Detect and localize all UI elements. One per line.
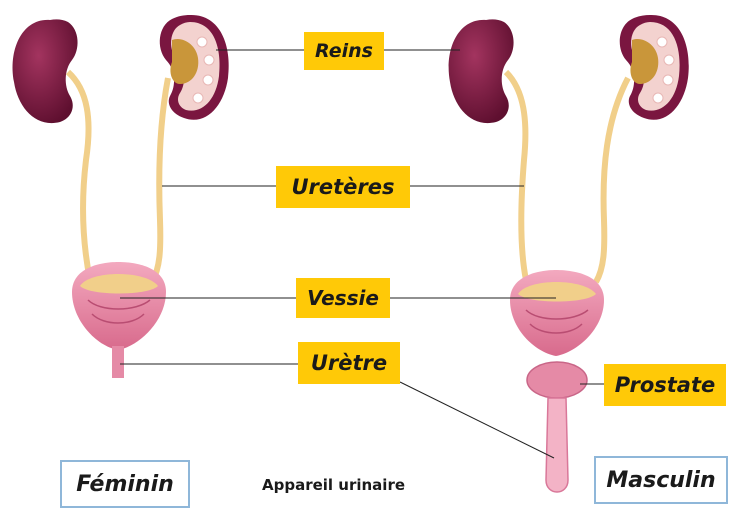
female-urethra xyxy=(112,346,124,378)
prostate-gland xyxy=(527,362,587,398)
label-feminin: Féminin xyxy=(60,460,190,508)
label-vessie: Vessie xyxy=(296,278,390,318)
label-masculin: Masculin xyxy=(594,456,728,504)
label-reins: Reins xyxy=(304,32,384,70)
male-right-ureter xyxy=(596,78,628,282)
male-right-kidney xyxy=(620,15,689,120)
male-left-ureter xyxy=(506,72,526,280)
female-bladder xyxy=(72,262,166,350)
male-urethra xyxy=(546,398,568,492)
diagram-caption: Appareil urinaire xyxy=(262,476,405,494)
male-bladder xyxy=(510,270,604,356)
male-left-kidney xyxy=(449,19,514,123)
female-right-kidney xyxy=(160,15,229,120)
uretre-leader-right xyxy=(400,382,554,458)
female-left-kidney xyxy=(13,19,78,123)
label-uretre: Urètre xyxy=(298,342,400,384)
label-prostate: Prostate xyxy=(604,364,726,406)
label-ureteres: Uretères xyxy=(276,166,410,208)
female-right-ureter xyxy=(152,78,168,282)
